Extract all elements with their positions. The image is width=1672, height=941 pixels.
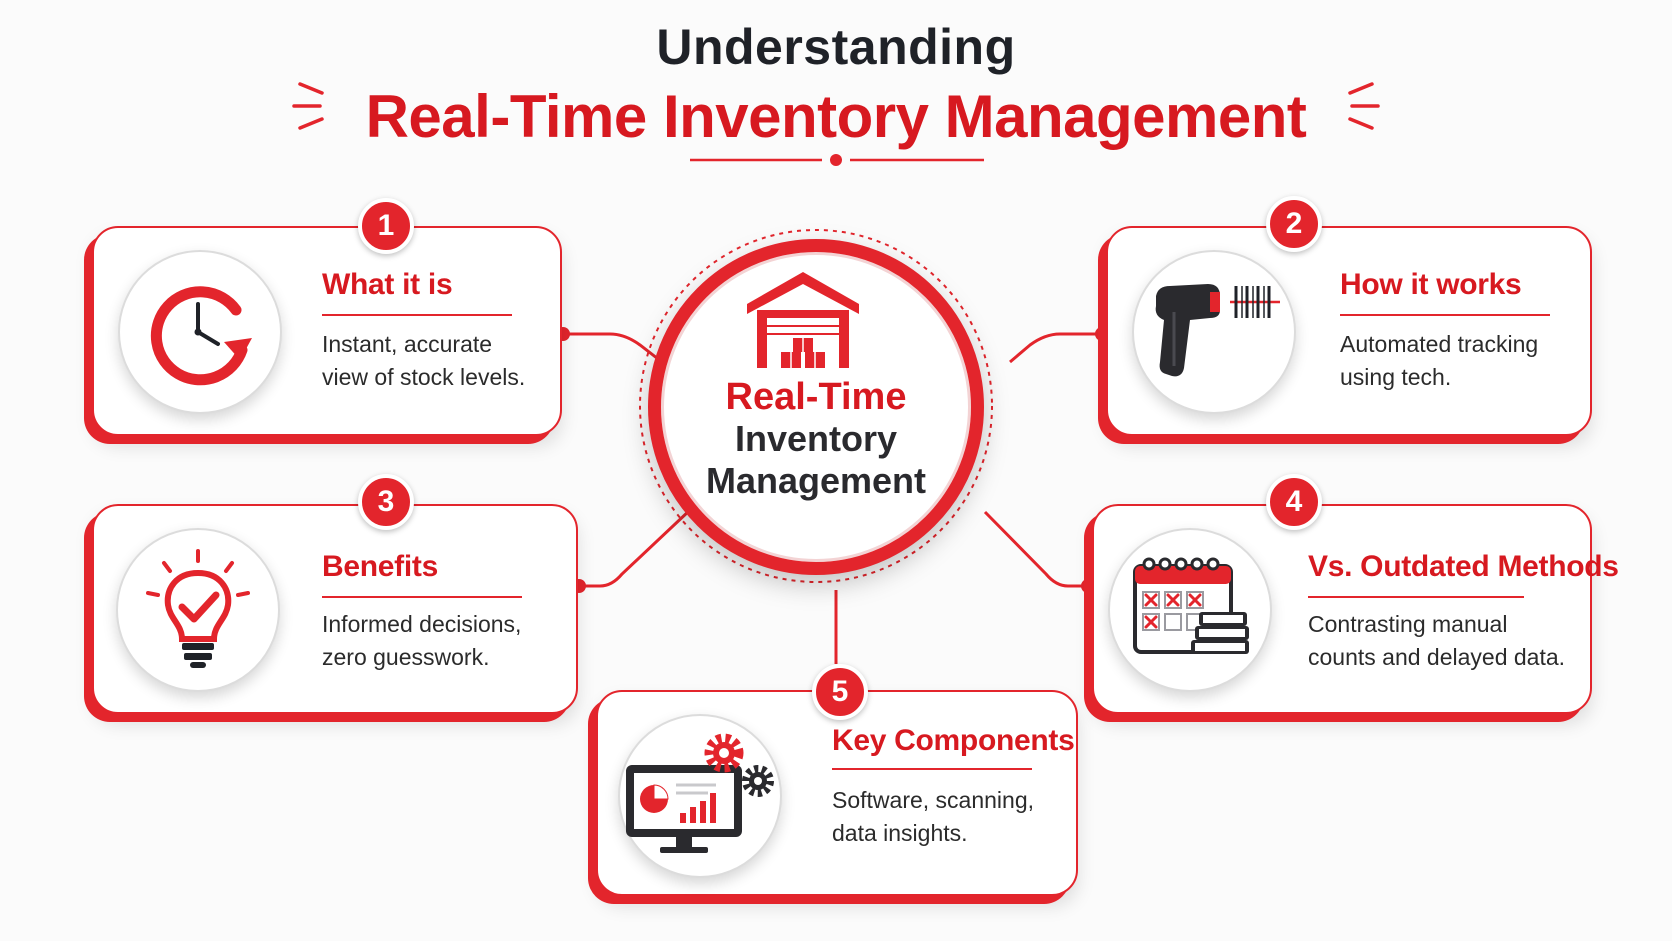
card-rule <box>322 314 512 316</box>
sparkle-left-icon <box>292 82 324 130</box>
card-rule <box>322 596 522 598</box>
connector-3 <box>579 508 692 588</box>
card-text-line1: Software, scanning, <box>832 787 1035 813</box>
card-title: Vs. Outdated Methods <box>1308 550 1619 583</box>
card-rule <box>1308 596 1524 598</box>
warehouse-icon <box>747 272 859 368</box>
card-benefits: Benefits Informed decisions, zero guessw… <box>92 504 578 714</box>
card-text-line2: using tech. <box>1340 364 1452 390</box>
barcode-scanner-icon <box>1155 284 1280 377</box>
connector-1 <box>563 332 663 364</box>
step-badge-2: 2 <box>1266 196 1322 252</box>
monitor-gears-icon <box>626 733 774 853</box>
card-text-line1: Informed decisions, <box>322 611 522 637</box>
gear-icon <box>704 733 744 773</box>
card-how-it-works: How it works Automated tracking using te… <box>1106 226 1592 436</box>
main-title: Real-Time Inventory Management <box>365 83 1307 150</box>
step-badge-5: 5 <box>812 664 868 720</box>
sparkle-right-icon <box>1348 82 1380 130</box>
card-icon-circle <box>1132 250 1296 414</box>
card-text-line2: data insights. <box>832 820 968 846</box>
calendar-books-icon <box>1133 557 1249 654</box>
hub-label-line3: Management <box>705 460 927 501</box>
card-vs-outdated-methods: Vs. Outdated Methods Contrasting manual … <box>1092 504 1619 714</box>
connector-2 <box>1009 332 1102 364</box>
step-badge-4: 4 <box>1266 474 1322 530</box>
step-badge-1: 1 <box>358 198 414 254</box>
title-understanding: Understanding <box>656 19 1016 75</box>
card-title: How it works <box>1340 268 1522 301</box>
card-text-line2: view of stock levels. <box>322 364 526 390</box>
card-title: Key Components <box>832 724 1075 757</box>
card-text-line1: Contrasting manual <box>1308 611 1508 637</box>
connector-dot-4 <box>1081 579 1095 593</box>
card-what-it-is: What it is Instant, accurate view of sto… <box>92 226 562 436</box>
card-icon-circle <box>118 250 282 414</box>
card-title: What it is <box>322 268 453 301</box>
card-icon-circle <box>1108 528 1272 692</box>
card-icon-circle <box>116 528 280 692</box>
card-icon-circle <box>618 714 782 878</box>
gear-icon <box>742 765 774 797</box>
divider-dot <box>830 154 842 166</box>
connector-4 <box>983 510 1088 588</box>
hub-label-line2: Inventory <box>734 418 898 459</box>
card-text-line2: counts and delayed data. <box>1308 644 1566 670</box>
connector-dot-2 <box>1095 327 1109 341</box>
card-text-line2: zero guesswork. <box>322 644 490 670</box>
hub-circle: Real-Time Inventory Management <box>648 239 984 575</box>
card-rule <box>832 768 1032 770</box>
clock-refresh-icon <box>150 286 252 386</box>
card-key-components: Key Components Software, scanning, data … <box>596 690 1078 896</box>
card-text-line1: Instant, accurate <box>322 331 493 357</box>
hub-dashed-ring <box>639 229 993 583</box>
step-badge-3: 3 <box>358 474 414 530</box>
card-text-line1: Automated tracking <box>1340 331 1539 357</box>
hub-label-line1: Real-Time <box>725 376 907 418</box>
card-title: Benefits <box>322 550 438 583</box>
card-rule <box>1340 314 1550 316</box>
lightbulb-check-icon <box>146 549 250 668</box>
